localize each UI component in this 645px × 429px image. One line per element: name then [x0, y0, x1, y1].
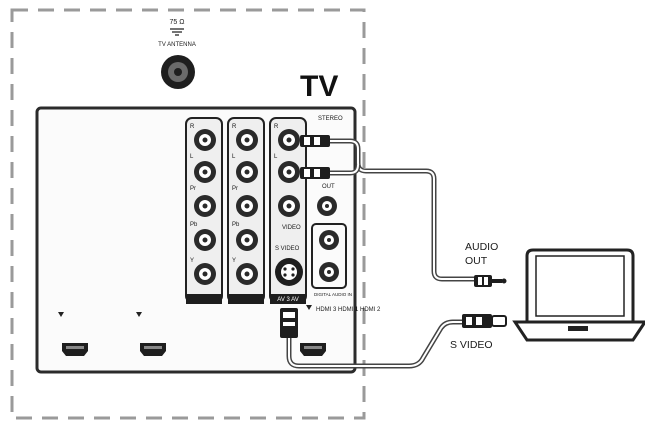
jack-label: Pb	[190, 222, 198, 228]
rca-jack-icon	[194, 229, 216, 251]
jack-label: R	[274, 124, 279, 130]
audio-jack-plug-icon	[474, 275, 507, 287]
hdmi-port-2	[136, 312, 166, 356]
audio-out-label-line2: OUT	[465, 255, 488, 267]
jack-label: VIDEO	[282, 225, 301, 231]
svideo-port-icon	[275, 258, 303, 286]
jack-column-3: R L VIDEO S VIDEO AV 3 AV	[269, 117, 307, 304]
hdmi-strip-label: HDMI 3 HDMI 1 HDMI 2	[316, 307, 381, 313]
triangle-down-icon	[136, 312, 142, 317]
jack-label: Y	[190, 258, 194, 264]
jack-label: R	[190, 124, 195, 130]
antenna-impedance: 75 Ω	[170, 19, 185, 26]
svideo-port-label: S VIDEO	[275, 246, 300, 252]
triangle-down-icon	[58, 312, 64, 317]
audio-cable	[300, 135, 507, 287]
svideo-cable-label: S VIDEO	[450, 339, 493, 351]
rca-jack-icon	[319, 262, 339, 282]
audio-out-label-line1: AUDIO	[465, 241, 498, 253]
rca-jack-icon	[194, 129, 216, 151]
jack-label: L	[274, 154, 278, 160]
rca-jack-icon	[236, 229, 258, 251]
hdmi-port-icon	[300, 343, 326, 356]
jack-label: Y	[232, 258, 236, 264]
rca-jack-icon	[194, 161, 216, 183]
rca-jack-icon	[236, 263, 258, 285]
rca-plug-icon	[300, 167, 330, 179]
rca-jack-icon	[317, 196, 337, 216]
rca-jack-icon	[278, 129, 300, 151]
jack-label: Pr	[232, 186, 238, 192]
rca-jack-icon	[236, 129, 258, 151]
jack-column-2: R L Pr Pb Y	[227, 117, 265, 304]
rca-plug-icon	[300, 135, 330, 147]
hdmi-strip: HDMI 3 HDMI 1 HDMI 2	[306, 305, 381, 313]
rca-jack-icon	[278, 161, 300, 183]
hdmi-port-3	[300, 343, 326, 356]
hdmi-port-1	[58, 312, 88, 356]
digital-label: DIGITAL AUDIO IN	[314, 292, 352, 297]
jack-label: Pr	[190, 186, 196, 192]
svideo-plug-icon	[280, 308, 298, 338]
rca-jack-icon	[278, 195, 300, 217]
tv-dashed-outline	[10, 8, 366, 420]
jack-label: Pb	[232, 222, 240, 228]
laptop-icon	[512, 248, 645, 342]
antenna-input: 75 Ω TV ANTENNA	[158, 19, 196, 89]
stereo-out-jacks: STEREO OUT DIGITAL AUDIO IN	[311, 116, 352, 297]
rca-jack-icon	[236, 161, 258, 183]
out-label: OUT	[322, 184, 335, 190]
svideo-cable	[280, 308, 507, 369]
rca-jack-icon	[236, 195, 258, 217]
rca-jack-icon	[194, 195, 216, 217]
ground-symbol-icon	[170, 28, 184, 36]
hdmi-port-icon	[62, 343, 88, 356]
jack-label: L	[232, 154, 236, 160]
stereo-label: STEREO	[318, 116, 343, 122]
jack-label: L	[190, 154, 194, 160]
av-label: AV 3 AV	[277, 297, 298, 303]
rca-jack-icon	[194, 263, 216, 285]
hdmi-port-icon	[140, 343, 166, 356]
rca-jack-icon	[319, 230, 339, 250]
jack-label: R	[232, 124, 237, 130]
jack-column-1: R L Pr Pb Y	[185, 117, 223, 304]
antenna-label: TV ANTENNA	[158, 42, 196, 48]
tv-title: TV	[300, 70, 338, 103]
svideo-plug-icon	[462, 314, 507, 328]
triangle-down-icon	[306, 305, 312, 310]
